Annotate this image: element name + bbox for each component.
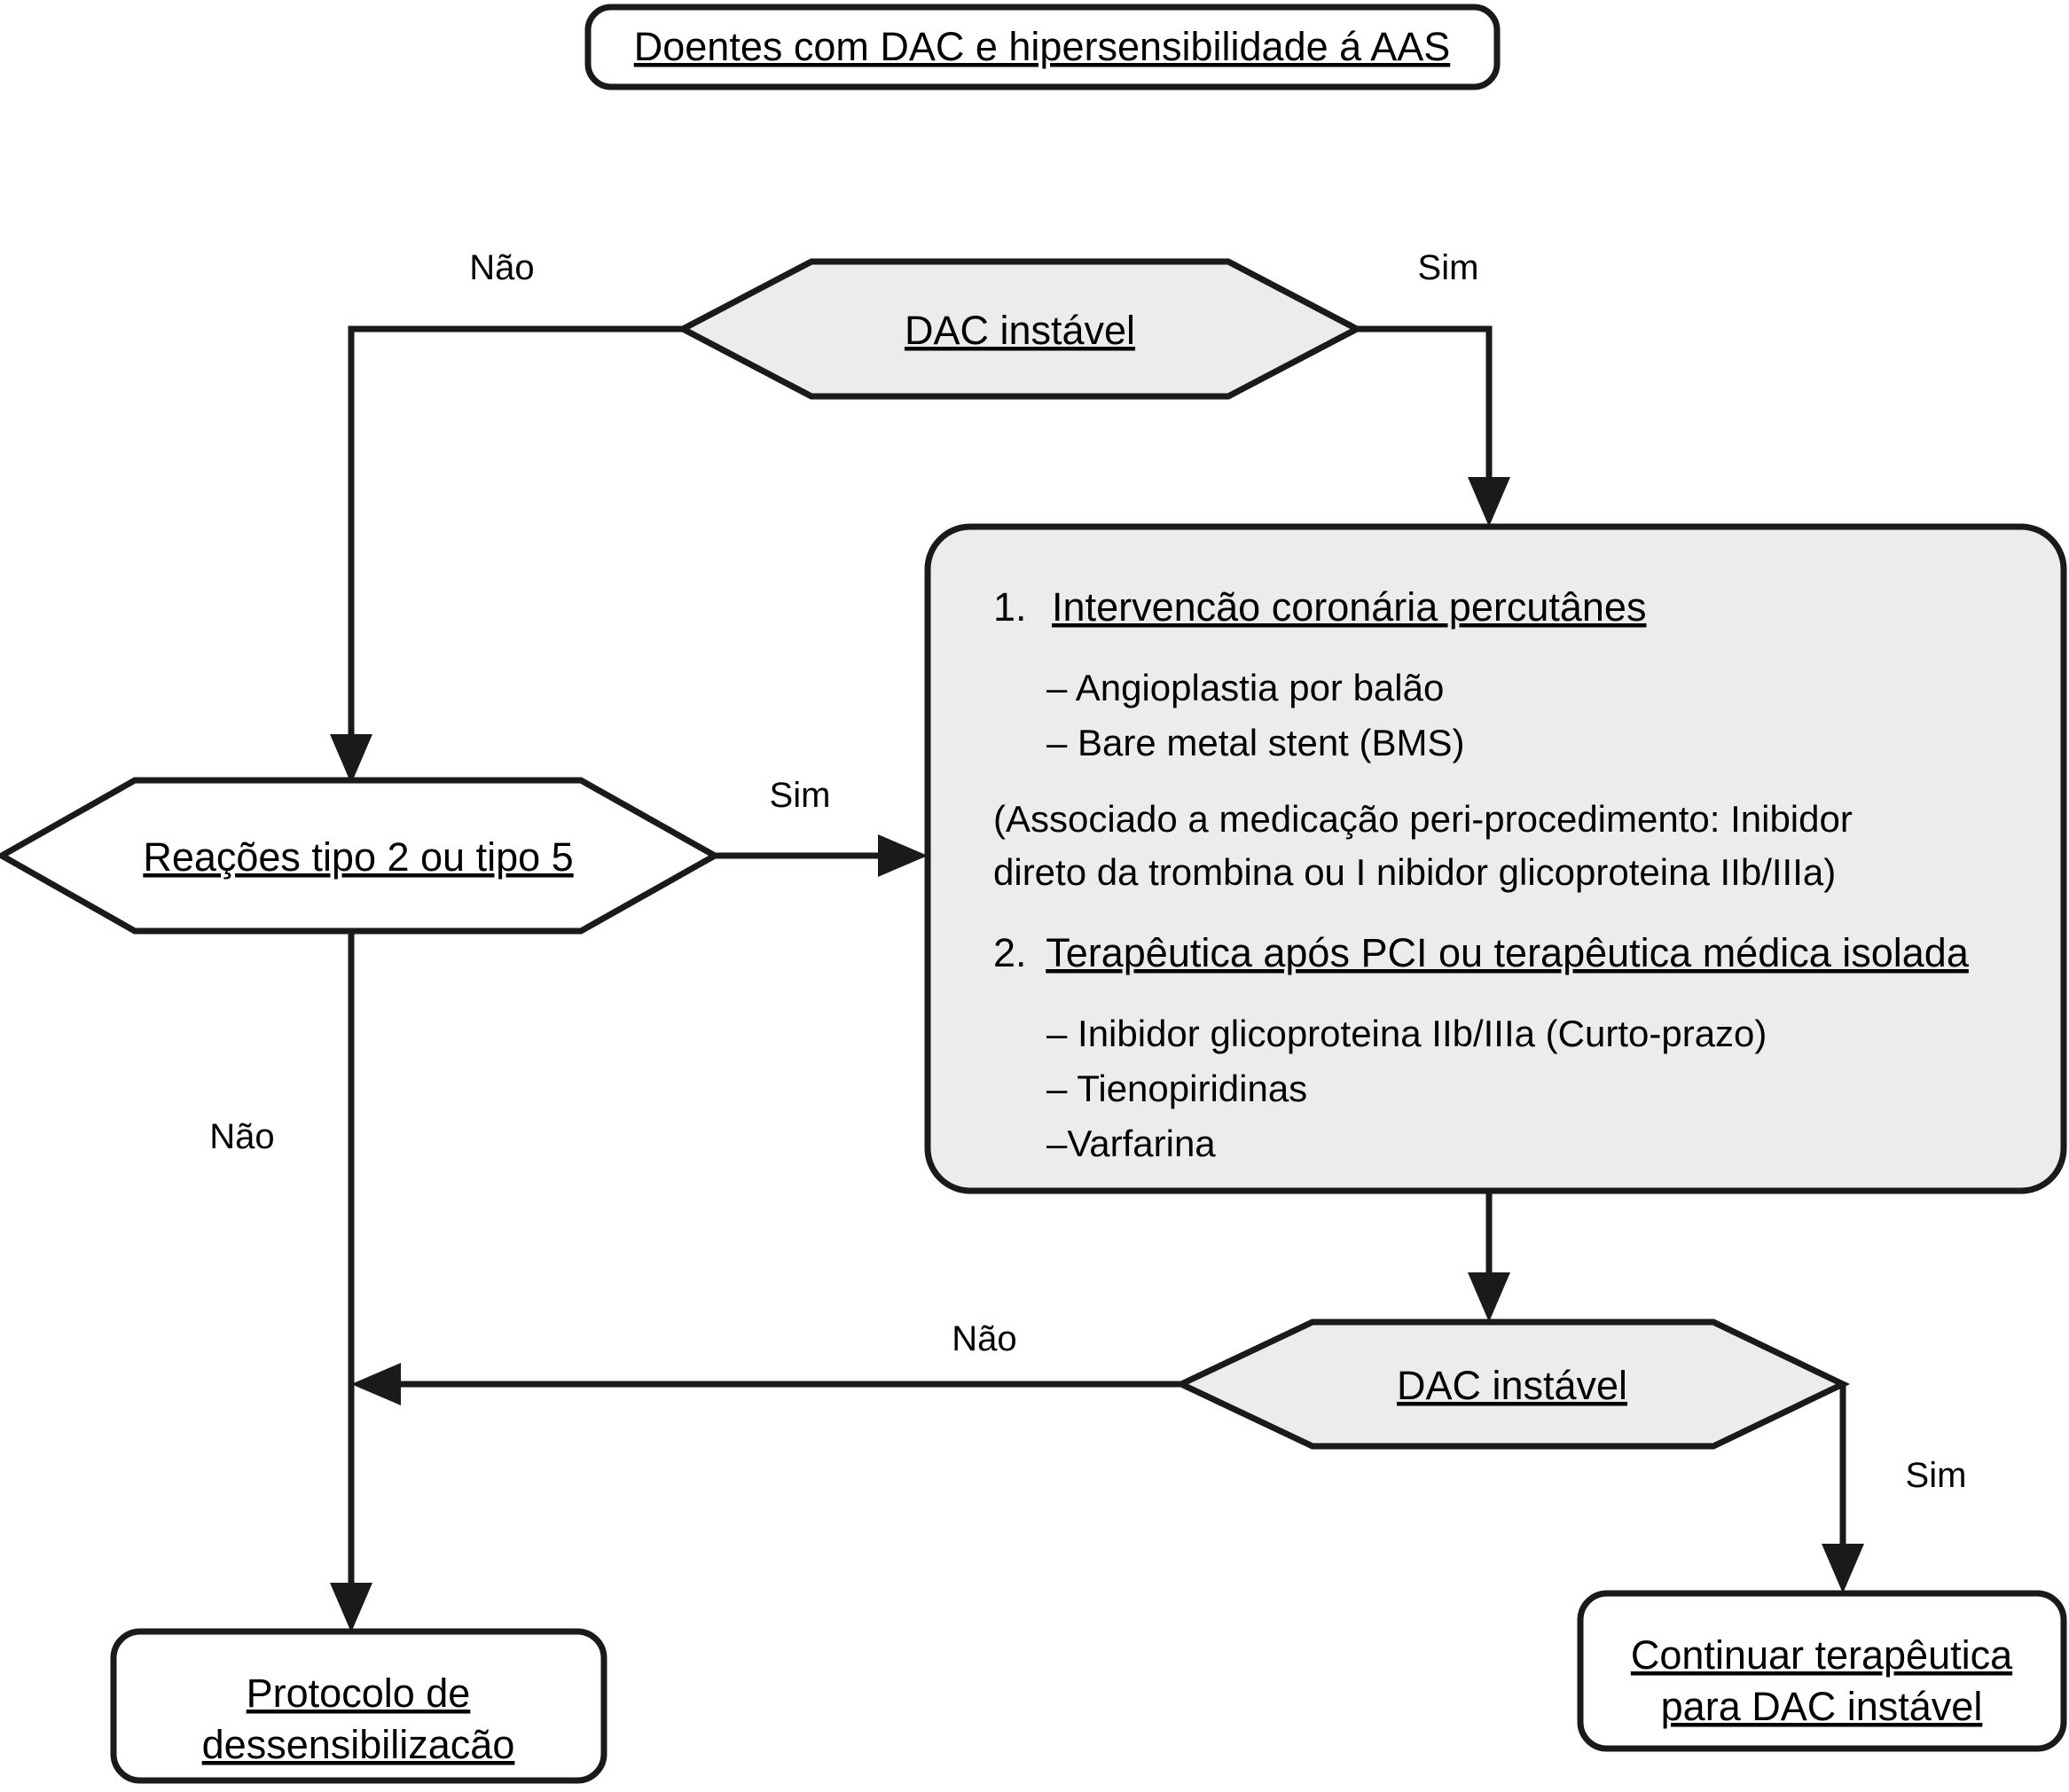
edge-label-left-yes: Sim xyxy=(770,776,831,815)
arrow-head-icon xyxy=(330,734,372,784)
arrow-head-icon xyxy=(351,1363,401,1405)
panel-section1-heading-row: 1. Intervencão coronária percutânes xyxy=(993,584,1646,630)
connector-bottom-no xyxy=(351,1363,1181,1405)
terminal-right-shape xyxy=(1577,1590,2067,1752)
node-terminal-continuar[interactable]: Continuar terapêutica para DAC instável xyxy=(1577,1590,2067,1752)
edge-label-top-yes: Sim xyxy=(1418,248,1479,287)
node-decision-dac-instavel-top[interactable]: DAC instável xyxy=(676,258,1364,400)
decision-bottom-label: DAC instável xyxy=(1397,1363,1627,1408)
panel-section2-heading-row: 2. Terapêutica após PCI ou terapêutica m… xyxy=(993,930,1970,975)
panel-section2-bullet-1: – Inibidor glicoproteina IIb/IIIa (Curto… xyxy=(1046,1013,1767,1054)
terminal-right-line1: Continuar terapêutica xyxy=(1631,1632,2013,1678)
title-box-label: Doentes com DAC e hipersensibilidade á A… xyxy=(634,24,1451,69)
node-treatment-panel[interactable]: 1. Intervencão coronária percutânes – An… xyxy=(924,523,2067,1194)
panel-section2-bullet-2: – Tienopiridinas xyxy=(1046,1068,1307,1109)
treatment-panel-shape xyxy=(924,523,2067,1194)
arrow-head-icon xyxy=(330,1583,372,1632)
edge-label-top-no: Não xyxy=(469,248,534,287)
edge-label-bottom-yes: Sim xyxy=(1906,1456,1967,1495)
panel-section1-bullet-2: – Bare metal stent (BMS) xyxy=(1046,722,1465,763)
panel-section1-note-line1: (Associado a medicação peri-procedimento… xyxy=(993,798,1853,840)
node-decision-dac-instavel-bottom[interactable]: DAC instável xyxy=(1173,1319,1851,1450)
connector-top-no xyxy=(330,325,683,784)
connector-left-yes xyxy=(715,834,928,877)
edge-label-left-no: Não xyxy=(209,1117,274,1156)
edge-label-bottom-no: Não xyxy=(952,1319,1016,1358)
connector-line xyxy=(348,325,683,749)
panel-section1-heading: Intervencão coronária percutânes xyxy=(1052,584,1646,630)
panel-section2-bullet-3: –Varfarina xyxy=(1046,1123,1216,1164)
panel-section1-note-line2: direto da trombina ou I nibidor glicopro… xyxy=(993,851,1836,893)
arrow-head-icon xyxy=(1468,1272,1510,1322)
decision-left-shape xyxy=(0,777,722,935)
connector-bottom-yes xyxy=(1822,1384,1864,1593)
connector-line xyxy=(1357,325,1493,493)
terminal-left-shape xyxy=(110,1628,607,1784)
panel-section1-bullet-1: – Angioplastia por balão xyxy=(1046,667,1444,708)
terminal-left-line1: Protocolo de xyxy=(247,1671,471,1716)
node-title-box[interactable]: Doentes com DAC e hipersensibilidade á A… xyxy=(584,4,1501,90)
arrow-head-icon xyxy=(1468,477,1510,527)
node-decision-reacoes[interactable]: Reações tipo 2 ou tipo 5 xyxy=(0,777,722,935)
panel-section2-heading: Terapêutica após PCI ou terapêutica médi… xyxy=(1046,930,1970,975)
decision-top-label: DAC instável xyxy=(905,308,1135,353)
title-box-shape xyxy=(584,4,1501,90)
connector-panel-to-decision xyxy=(1468,1191,1510,1322)
terminal-left-line2: dessensibilizacão xyxy=(202,1722,515,1767)
arrow-head-icon xyxy=(1822,1544,1864,1593)
arrow-head-icon xyxy=(878,834,928,877)
decision-left-label: Reações tipo 2 ou tipo 5 xyxy=(143,834,573,880)
terminal-right-line2: para DAC instável xyxy=(1661,1684,1983,1729)
decision-bottom-shape xyxy=(1173,1319,1851,1450)
panel-section1-number: 1. xyxy=(993,584,1027,630)
decision-top-shape xyxy=(676,258,1364,400)
node-terminal-protocolo[interactable]: Protocolo de dessensibilizacão xyxy=(110,1628,607,1784)
connector-top-yes xyxy=(1357,325,1510,527)
connector-left-no xyxy=(330,931,372,1632)
panel-section2-number: 2. xyxy=(993,930,1027,975)
